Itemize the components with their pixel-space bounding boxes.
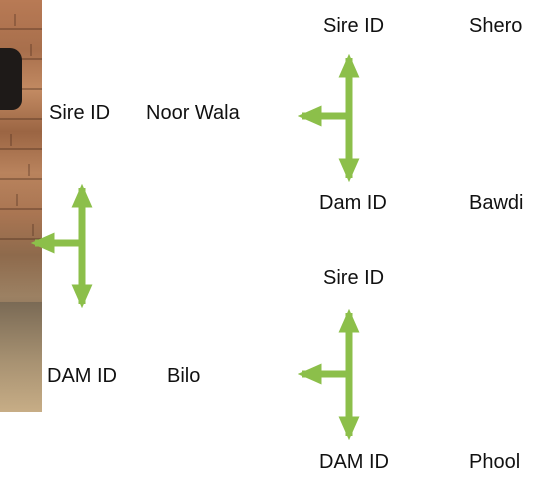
animal-silhouette	[0, 48, 22, 110]
bottom-dam-label: DAM ID	[47, 365, 117, 387]
left-connector-arrow	[30, 183, 93, 309]
top-sire-label: Sire ID	[323, 15, 385, 37]
bottom-connector-arrow	[297, 308, 360, 441]
top-sire-name: Shero	[469, 15, 523, 37]
bottom-dam-name: Bilo	[167, 365, 201, 387]
animal-photo	[0, 0, 42, 412]
lower-right-sire-label: Sire ID	[323, 267, 385, 289]
top-connector-arrow	[297, 53, 360, 183]
middle-sire-name: Noor Wala	[146, 102, 240, 124]
lower-right-dam-name: Phool	[469, 451, 521, 473]
ground-area	[0, 302, 42, 412]
top-dam-label: Dam ID	[319, 192, 387, 214]
top-dam-name: Bawdi	[469, 192, 524, 214]
middle-sire-label: Sire ID	[49, 102, 111, 124]
lower-right-dam-label: DAM ID	[319, 451, 389, 473]
